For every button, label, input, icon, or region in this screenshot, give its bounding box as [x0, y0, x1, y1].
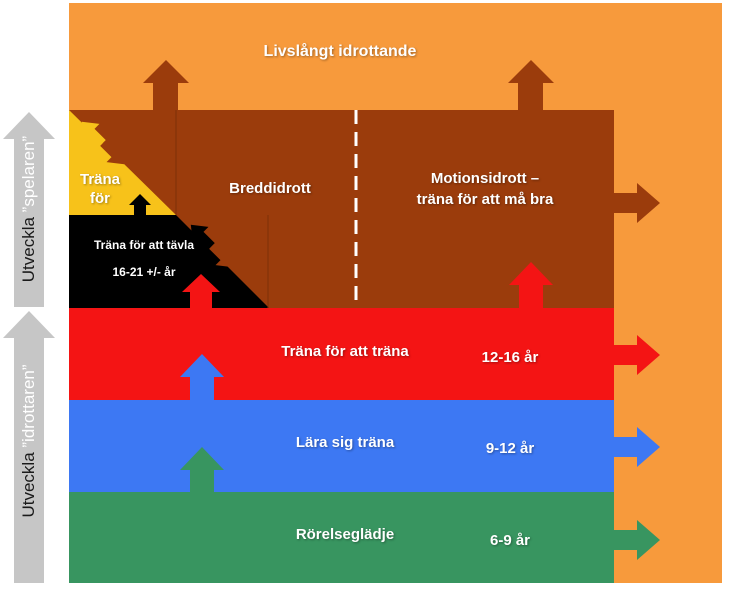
train-to-compete-age: 16-21 +/- år	[112, 265, 176, 279]
right-arrow-icon	[614, 183, 660, 223]
develop-athlete-label: Utveckla ”idrottaren”	[19, 364, 38, 518]
right-arrow-icon	[614, 427, 660, 467]
train-to-compete-label-line1: Träna	[79, 171, 121, 188]
up-arrow-icon	[508, 60, 554, 110]
right-arrow-icon	[614, 520, 660, 560]
up-arrow-icon	[143, 60, 189, 110]
learn-to-train-label: Lära sig träna	[295, 434, 395, 451]
joy-of-movement-label: Rörelseglädje	[295, 526, 395, 543]
right-arrow-icon	[614, 335, 660, 375]
develop-player-arrow	[3, 112, 55, 307]
exercise-sport-label-line2: träna för att må bra	[416, 191, 554, 208]
train-to-compete-black-label: Träna för att tävla	[93, 238, 195, 252]
up-arrow-icon	[182, 274, 220, 308]
up-arrow-icon	[129, 194, 151, 215]
joy-of-movement-age: 6-9 år	[489, 532, 531, 549]
joy-of-movement-band	[69, 492, 614, 583]
exercise-sport-label-line1: Motionsidrott –	[430, 170, 540, 187]
train-to-compete-black-area	[69, 215, 269, 308]
develop-athlete-arrow	[3, 311, 55, 583]
lifelong-sport-label: Livslångt idrottande	[263, 43, 417, 60]
train-to-train-label: Träna för att träna	[281, 343, 409, 360]
train-to-train-age: 12-16 år	[481, 349, 539, 366]
up-arrow-icon	[180, 447, 224, 492]
breadth-sport-label: Breddidrott	[229, 180, 311, 197]
train-to-compete-label-line2: för	[90, 190, 110, 207]
learn-to-train-age: 9-12 år	[485, 440, 535, 457]
train-to-train-band	[69, 308, 614, 400]
develop-player-label: Utveckla ”spelaren”	[19, 135, 38, 283]
diagonal-arrows-icon	[81, 121, 125, 165]
up-arrow-icon	[509, 262, 553, 308]
diagonal-arrows-icon	[190, 224, 234, 268]
up-arrow-icon	[180, 354, 224, 400]
learn-to-train-band	[69, 400, 614, 492]
